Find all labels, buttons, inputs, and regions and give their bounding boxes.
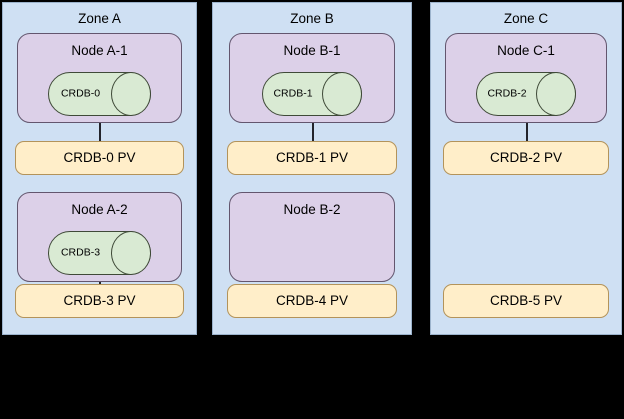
database-crdb-0-label: CRDB-0 bbox=[60, 87, 101, 100]
database-crdb-1-label: CRDB-1 bbox=[273, 87, 313, 100]
database-crdb-2[interactable]: CRDB-2 bbox=[476, 72, 576, 116]
pv-crdb-1[interactable]: CRDB-1 PV bbox=[227, 141, 397, 175]
pv-crdb-2[interactable]: CRDB-2 PV bbox=[443, 141, 609, 175]
database-crdb-1[interactable]: CRDB-1 bbox=[262, 72, 362, 116]
database-crdb-2-label: CRDB-2 bbox=[487, 87, 527, 100]
pv-crdb-3[interactable]: CRDB-3 PV bbox=[15, 284, 184, 318]
pv-crdb-0-label: CRDB-0 PV bbox=[63, 150, 136, 165]
pv-crdb-4[interactable]: CRDB-4 PV bbox=[227, 284, 397, 318]
zone-a[interactable]: Zone A Node A-1 CRDB-0 CRDB-0 PV Node A-… bbox=[2, 2, 197, 335]
node-b-2[interactable]: Node B-2 bbox=[229, 192, 395, 282]
pv-crdb-2-label: CRDB-2 PV bbox=[489, 150, 562, 165]
database-crdb-3-label: CRDB-3 bbox=[60, 246, 101, 259]
pv-crdb-5-label: CRDB-5 PV bbox=[489, 293, 562, 308]
cylinder-cap-icon bbox=[536, 72, 576, 116]
pv-crdb-4-label: CRDB-4 PV bbox=[275, 293, 348, 308]
node-b-1[interactable]: Node B-1 CRDB-1 bbox=[229, 33, 395, 123]
connector-crdb-1-to-pv bbox=[312, 123, 314, 143]
node-a-2[interactable]: Node A-2 CRDB-3 bbox=[17, 192, 182, 282]
cylinder-cap-icon bbox=[111, 231, 151, 275]
node-c-1-label: Node C-1 bbox=[497, 43, 555, 58]
zone-b-title: Zone B bbox=[290, 11, 334, 26]
connector-crdb-0-to-pv bbox=[99, 123, 101, 143]
zone-b[interactable]: Zone B Node B-1 CRDB-1 CRDB-1 PV Node B-… bbox=[212, 2, 412, 335]
node-c-1[interactable]: Node C-1 CRDB-2 bbox=[445, 33, 607, 123]
pv-crdb-5[interactable]: CRDB-5 PV bbox=[443, 284, 609, 318]
database-crdb-0[interactable]: CRDB-0 bbox=[48, 72, 151, 116]
node-b-1-label: Node B-1 bbox=[283, 43, 341, 58]
node-a-1[interactable]: Node A-1 CRDB-0 bbox=[17, 33, 182, 123]
pv-crdb-3-label: CRDB-3 PV bbox=[63, 293, 136, 308]
zone-c-title: Zone C bbox=[503, 11, 549, 26]
pv-crdb-1-label: CRDB-1 PV bbox=[275, 150, 348, 165]
zone-c[interactable]: Zone C Node C-1 CRDB-2 CRDB-2 PV CRDB-5 … bbox=[430, 2, 622, 335]
pv-crdb-0[interactable]: CRDB-0 PV bbox=[15, 141, 184, 175]
cylinder-cap-icon bbox=[322, 72, 362, 116]
node-a-1-label: Node A-1 bbox=[71, 43, 128, 58]
connector-crdb-2-to-pv bbox=[526, 123, 528, 143]
cylinder-cap-icon bbox=[111, 72, 151, 116]
node-b-2-label: Node B-2 bbox=[283, 202, 341, 217]
zone-a-title: Zone A bbox=[78, 11, 121, 26]
database-crdb-3[interactable]: CRDB-3 bbox=[48, 231, 151, 275]
node-a-2-label: Node A-2 bbox=[71, 202, 128, 217]
